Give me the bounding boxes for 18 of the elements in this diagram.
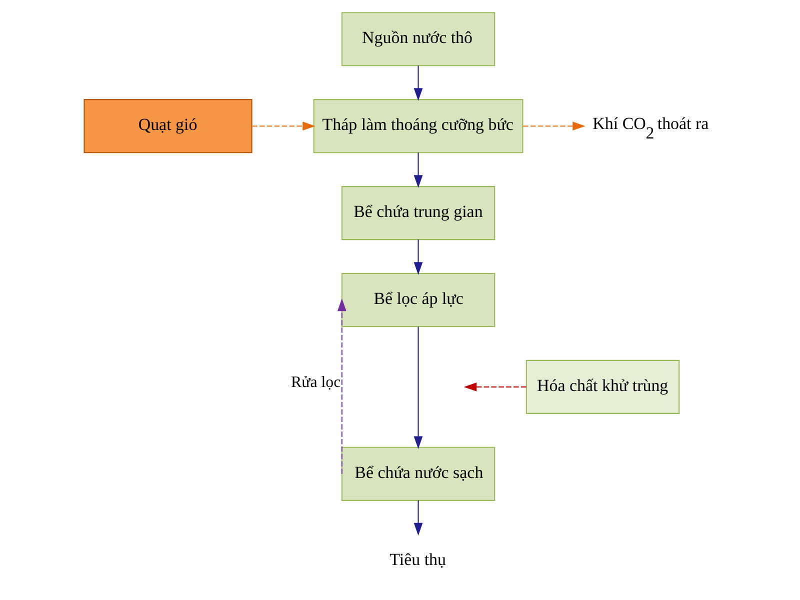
node-box: Bể chứa trung gian (340, 186, 495, 240)
node-box: Tháp làm thoáng cưỡng bức (312, 99, 523, 154)
arrow (252, 122, 315, 131)
node-box: Quạt gió (83, 99, 252, 154)
node-text: Tiêu thụ (389, 550, 446, 569)
arrow (336, 298, 346, 474)
node-box: Bể lọc áp lực (340, 272, 495, 328)
node-box: Bể chứa nước sạch (340, 446, 495, 501)
arrow (463, 382, 526, 392)
arrow (413, 66, 422, 101)
node-box: Hóa chất khử trùng (525, 360, 680, 414)
edge-label: Rửa lọc (290, 374, 340, 392)
arrow (522, 122, 585, 131)
arrow (413, 326, 422, 449)
node-box: Nguồn nước thô (340, 12, 495, 66)
arrow (413, 500, 422, 536)
arrow (413, 240, 422, 275)
arrow (413, 152, 422, 188)
